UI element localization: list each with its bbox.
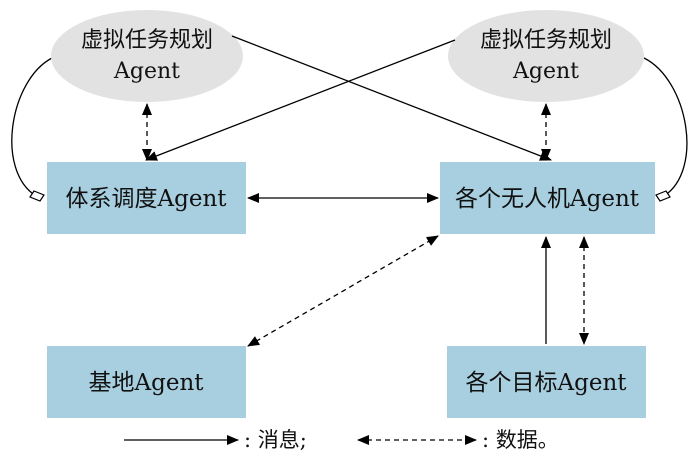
right-loop-connector [643, 57, 688, 197]
legend-message-label: : 消息; [244, 428, 307, 452]
message-arrow-right-planner-to-scheduler [145, 39, 456, 161]
legend-data-label: : 数据。 [482, 428, 559, 452]
uav-agents-box: 各个无人机Agent [440, 162, 655, 234]
legend: : 消息; : 数据。 [124, 428, 559, 452]
planner-right-line2: Agent [512, 59, 579, 84]
right-loop-diamond [655, 190, 671, 202]
data-arrow-base-uavs [247, 235, 439, 347]
planner-agent-right: 虚拟任务规划 Agent [448, 10, 644, 102]
base-agent-label: 基地Agent [89, 370, 205, 396]
scheduler-agent-box: 体系调度Agent [47, 162, 246, 234]
target-agents-label: 各个目标Agent [466, 370, 628, 396]
left-loop-connector [11, 57, 53, 197]
planner-right-line1: 虚拟任务规划 [480, 28, 612, 53]
base-agent-box: 基地Agent [47, 346, 246, 418]
uav-agents-label: 各个无人机Agent [455, 186, 640, 212]
target-agents-box: 各个目标Agent [447, 346, 646, 418]
planner-left-line1: 虚拟任务规划 [81, 28, 213, 53]
planner-left-line2: Agent [113, 59, 180, 84]
planner-agent-left: 虚拟任务规划 Agent [51, 10, 243, 102]
scheduler-agent-label: 体系调度Agent [66, 186, 228, 212]
message-arrow-left-planner-to-uavs [231, 35, 552, 161]
left-loop-diamond [29, 190, 45, 202]
